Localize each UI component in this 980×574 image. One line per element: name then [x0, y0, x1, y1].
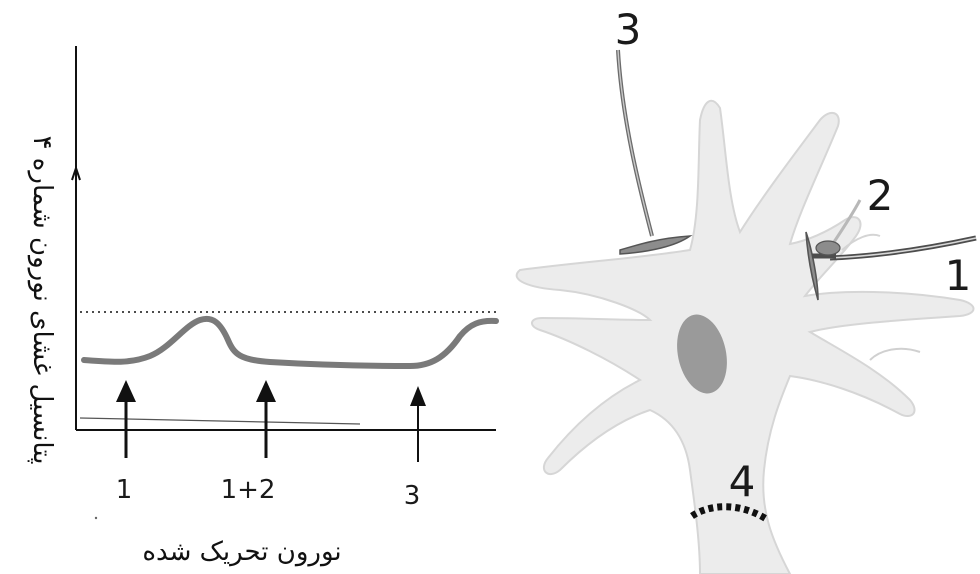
label-terminal-3: 3 — [615, 5, 642, 54]
neuron-illustration: 3 2 1 4 — [515, 5, 977, 574]
dendrite-shade-2 — [841, 233, 881, 251]
y-axis-title: پتانسیل غشای نورون شماره ۴ — [27, 136, 57, 465]
nucleus — [677, 314, 727, 394]
y-axis-arrowhead — [71, 164, 81, 181]
axon-terminal-3 — [616, 49, 693, 255]
baseline-line — [79, 417, 361, 425]
neuron-cell-body — [515, 99, 975, 574]
dendrite-shade-1 — [869, 347, 921, 361]
stimulus-label-1: 1 — [116, 475, 133, 505]
stimulus-label-1-plus-2: 1+2 — [221, 475, 276, 505]
membrane-potential-trace — [81, 315, 499, 370]
stimulus-arrow-1-plus-2 — [256, 380, 276, 458]
stimulus-arrow-1 — [116, 380, 136, 458]
stimulus-label-3: 3 — [404, 481, 421, 511]
x-axis-title: نورون تحریک شده — [142, 537, 341, 567]
label-hillock-4: 4 — [729, 457, 756, 506]
axon-terminal-1 — [805, 231, 977, 301]
axon-terminal-2 — [815, 199, 862, 256]
stray-dot — [94, 516, 98, 520]
stimulus-arrow-3 — [410, 386, 426, 462]
label-terminal-2: 2 — [867, 171, 894, 220]
membrane-potential-graph: 1 1+2 3 نورون تحریک شده پتانسیل غشای نور… — [27, 46, 499, 567]
label-terminal-1: 1 — [945, 251, 972, 300]
